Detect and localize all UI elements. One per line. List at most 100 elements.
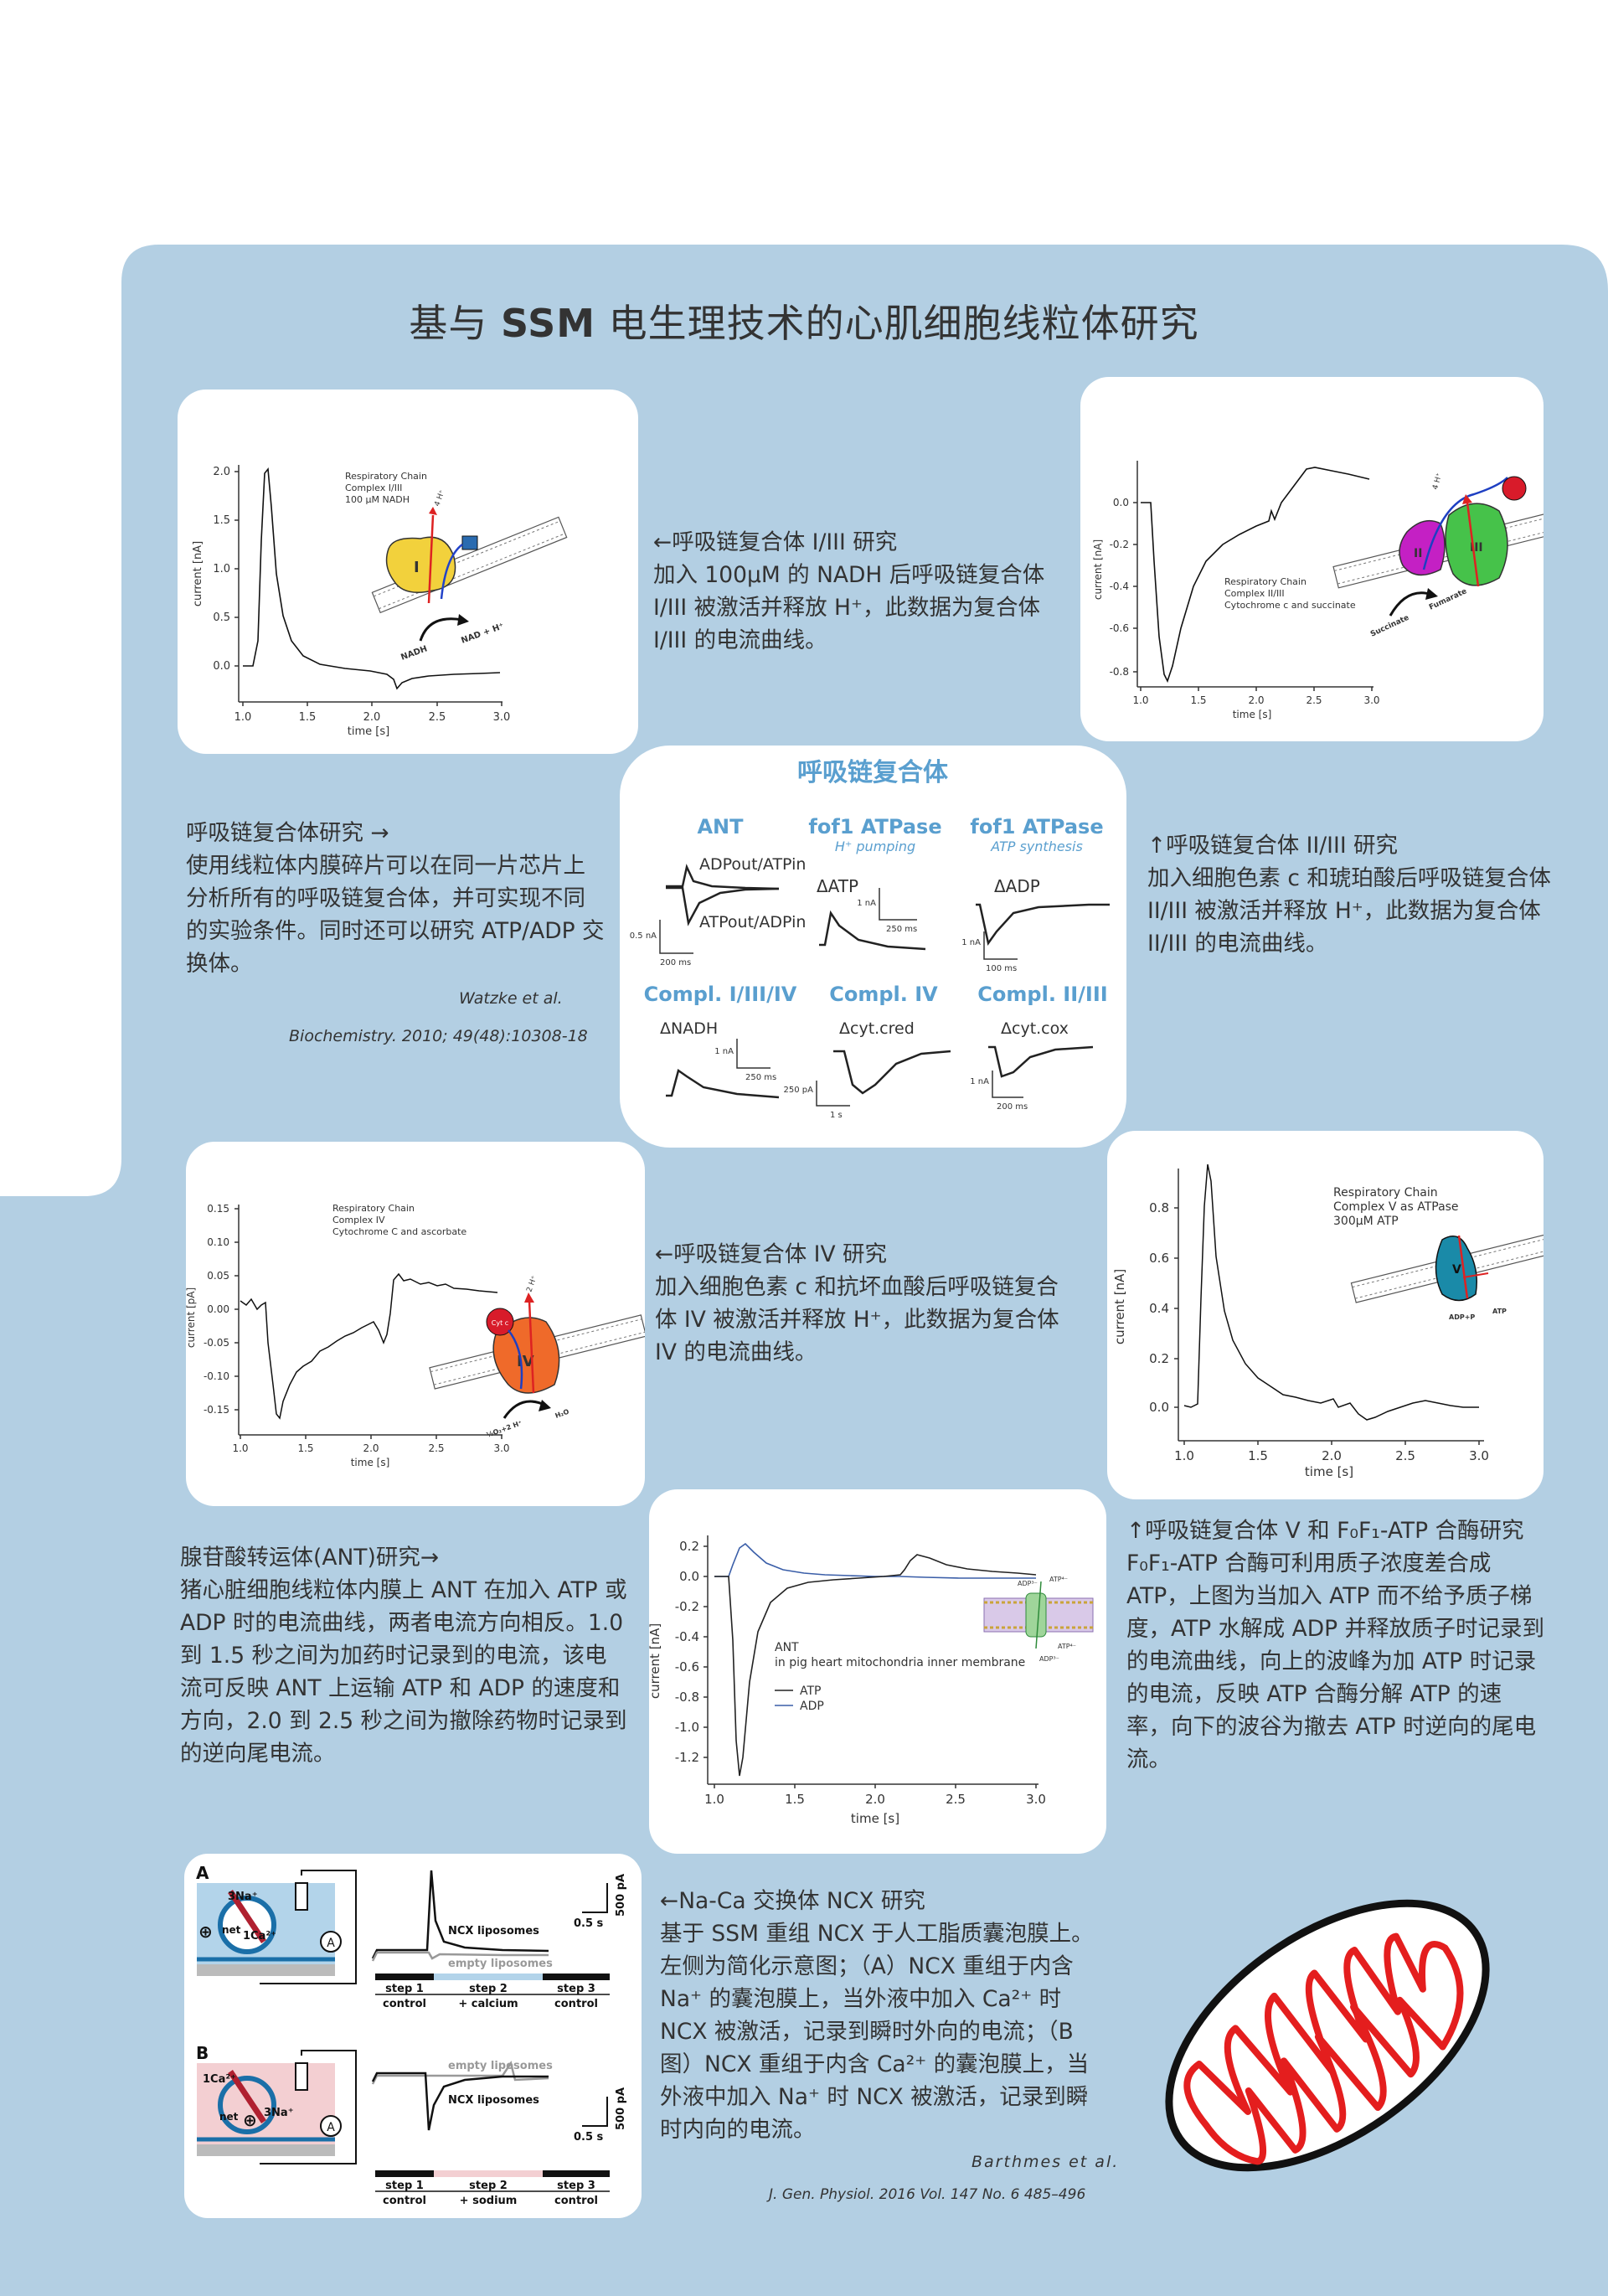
meter-label: A xyxy=(327,2121,335,2134)
xtick: 2.0 xyxy=(363,711,381,724)
scale-label: 100 ms xyxy=(986,964,1017,973)
ytick: -0.6 xyxy=(675,1659,699,1674)
ytick: 1.5 xyxy=(213,514,230,527)
annotation-line: Cytochrome C and ascorbate xyxy=(332,1226,466,1237)
scale-y: 500 pA xyxy=(615,2087,627,2130)
page-title: 基与 SSM 电生理技术的心肌细胞线粒体研究 xyxy=(0,293,1608,348)
xtick: 2.0 xyxy=(1322,1448,1342,1463)
legend: ATP ADP xyxy=(775,1685,824,1713)
plot-axes xyxy=(1174,1169,1484,1445)
ytick: 0.6 xyxy=(1149,1251,1169,1266)
scale-x: 0.5 s xyxy=(574,1917,604,1930)
ytick: 1.0 xyxy=(213,563,230,575)
ytick: 0.0 xyxy=(1149,1400,1169,1415)
step-label: step 2 xyxy=(469,2180,508,2192)
annotation-line: Complex IV xyxy=(332,1215,385,1225)
condition-label: control xyxy=(554,2195,598,2207)
text-complex-1-3: ←呼吸链复合体 I/III 研究 加入 100μM 的 NADH 后呼吸链复合体… xyxy=(653,526,1072,657)
scale-label: 200 ms xyxy=(997,1102,1028,1112)
plot-axes xyxy=(234,465,502,706)
nad-label: NAD + H⁺ xyxy=(460,622,505,646)
complex-2-3-diagram: II III 4 H⁺ Succinate Fumarate xyxy=(1332,472,1544,639)
ion-top: 1Ca²⁺ xyxy=(203,2073,236,2086)
panel-letter: B xyxy=(196,2043,209,2063)
xtick: 1.5 xyxy=(1190,694,1206,706)
annotation-line: Respiratory Chain xyxy=(1224,576,1306,587)
step-label: step 3 xyxy=(557,1983,595,1995)
xtick: 1.0 xyxy=(232,1442,248,1454)
col-header: fof1 ATPase xyxy=(970,815,1103,838)
xtick: 2.5 xyxy=(429,711,446,724)
annotation-line: Respiratory Chain xyxy=(332,1203,415,1214)
plot-axes xyxy=(704,1535,1038,1788)
ytick: -0.8 xyxy=(1110,666,1129,678)
col-header: Compl. IV xyxy=(829,983,938,1006)
text-complex-4: ←呼吸链复合体 IV 研究 加入细胞色素 c 和抗坏血酸后呼吸链复合体 IV 被… xyxy=(655,1238,1074,1369)
y-axis-label: current [nA] xyxy=(1092,539,1104,600)
xtick: 1.0 xyxy=(1174,1448,1194,1463)
ncx-label: NCX liposomes xyxy=(448,1925,539,1937)
ion-bottom: 3Na⁺ xyxy=(264,2107,294,2119)
complex-4-diagram: IV Cyt c 2 H⁺ ½O₂+2 H⁺ H₂O xyxy=(429,1274,645,1439)
atp-label: ATP xyxy=(1492,1308,1507,1315)
empty-label: empty liposomes xyxy=(448,2060,553,2072)
ytick: 0.00 xyxy=(207,1303,229,1315)
ytick: 0.2 xyxy=(1149,1351,1169,1366)
xtick: 1.0 xyxy=(1132,694,1148,706)
ytick: 2.0 xyxy=(213,466,230,478)
col-subheader: H⁺ pumping xyxy=(835,838,915,854)
text-ant: 腺苷酸转运体(ANT)研究→ 猪心脏细胞线粒体内膜上 ANT 在加入 ATP 或… xyxy=(180,1541,628,1770)
complex-5-diagram: V ADP+P ATP xyxy=(1350,1233,1544,1321)
ant-label: ATPout/ADPin xyxy=(699,913,806,931)
xtick: 3.0 xyxy=(1363,694,1379,706)
ion-top: 3Na⁺ xyxy=(228,1891,258,1903)
annotation-line: Complex II/III xyxy=(1224,588,1285,599)
ncx-trace xyxy=(371,1870,549,1959)
scale-y: 500 pA xyxy=(615,1874,627,1917)
body: 加入细胞色素 c 和琥珀酸后呼吸链复合体 II/III 被激活并释放 H⁺，此数… xyxy=(1147,865,1551,957)
ref-journal-ncx: J. Gen. Physiol. 2016 Vol. 147 No. 6 485… xyxy=(769,2186,1086,2203)
body: 使用线粒体内膜碎片可以在同一片芯片上 分析所有的呼吸链复合体，并可实现不同的实验… xyxy=(186,853,605,977)
complex-2-label: II xyxy=(1414,547,1422,560)
proton-label: 4 H⁺ xyxy=(1431,472,1444,491)
annotation-line: ANT xyxy=(775,1641,799,1654)
panel-letter: A xyxy=(196,1863,209,1883)
ytick: -0.05 xyxy=(204,1337,229,1349)
scale-x: 0.5 s xyxy=(574,2131,604,2144)
dnadh-trace xyxy=(666,1068,780,1099)
x-axis-label: time [s] xyxy=(348,725,389,738)
datp-trace xyxy=(819,910,926,951)
adp-label: ADP+P xyxy=(1449,1313,1475,1321)
xtick: 2.0 xyxy=(865,1792,885,1807)
y-axis-label: current [pA] xyxy=(186,1287,197,1348)
step-label: step 2 xyxy=(469,1983,508,1995)
figure-complex-1-3: 2.0 1.5 1.0 0.5 0.0 1.0 1.5 2.0 2.5 3.0 … xyxy=(178,390,638,754)
xtick: 1.5 xyxy=(299,711,317,724)
heading: ↑呼吸链复合体 V 和 F₀F₁-ATP 合酶研究 xyxy=(1126,1518,1524,1544)
scale-label: 1 nA xyxy=(857,899,876,908)
ytick: 0.05 xyxy=(207,1270,229,1282)
annotation-line: Respiratory Chain xyxy=(1333,1186,1438,1200)
step-label: step 1 xyxy=(385,2180,424,2192)
xtick: 1.5 xyxy=(297,1442,313,1454)
text-overview: 呼吸链复合体研究 → 使用线粒体内膜碎片可以在同一片芯片上 分析所有的呼吸链复合… xyxy=(186,817,605,980)
net-label: net xyxy=(219,2111,239,2123)
y-axis-label: current [nA] xyxy=(1112,1269,1127,1344)
ant-membrane-diagram: ADP³⁻ ATP⁴⁻ ATP⁴⁻ ADP³⁻ xyxy=(983,1576,1094,1663)
scale-label: 250 ms xyxy=(745,1073,776,1082)
overview-title: 呼吸链复合体 xyxy=(797,758,949,787)
fumarate-label: Fumarate xyxy=(1428,587,1468,612)
scale-label: 200 ms xyxy=(660,958,691,967)
scale-label: 1 nA xyxy=(961,938,981,947)
empty-trace xyxy=(371,1951,549,1962)
svg-text:⊕: ⊕ xyxy=(243,2110,257,2130)
ref-author-ncx: Barthmes et al. xyxy=(972,2153,1120,2171)
plot-axes xyxy=(1133,461,1374,691)
dcytox-trace xyxy=(988,1045,1094,1078)
xtick: 1.0 xyxy=(704,1792,724,1807)
scale-label: 250 ms xyxy=(886,925,917,934)
scale-label: 1 s xyxy=(830,1111,843,1120)
heading: ←呼吸链复合体 IV 研究 xyxy=(655,1241,887,1267)
o2-label: ½O₂+2 H⁺ xyxy=(485,1418,523,1439)
heading: ↑呼吸链复合体 II/III 研究 xyxy=(1147,833,1399,859)
